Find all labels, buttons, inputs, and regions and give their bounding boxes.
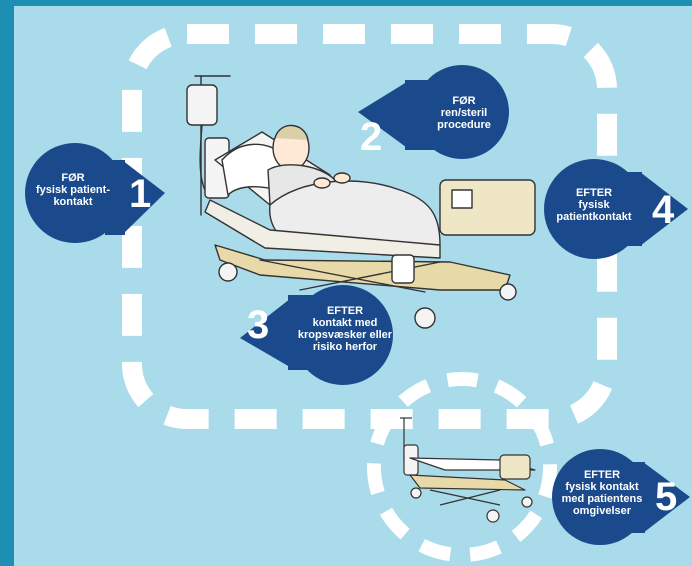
patient-zone-dashed-outline xyxy=(122,24,617,429)
moment-1-line-3: kontakt xyxy=(53,196,93,208)
moment-4-line-1: EFTER xyxy=(575,187,613,199)
top-accent-bar xyxy=(0,0,692,6)
empty-bed-illustration xyxy=(400,417,536,523)
moment-5-line-4: omgivelser xyxy=(572,505,632,517)
moment-1-badge xyxy=(25,143,165,243)
moment-2-label: FØR ren/steril procedure xyxy=(418,95,510,131)
moment-2-line-3: procedure xyxy=(437,119,491,131)
moment-1-line-1: FØR xyxy=(61,172,85,184)
moment-3-line-3: kropsvæsker eller xyxy=(297,329,393,341)
moment-1-line-2: fysisk patient- xyxy=(36,184,110,196)
moment-4-label: EFTER fysisk patientkontakt xyxy=(548,187,640,223)
moment-5-line-2: fysisk kontakt xyxy=(565,481,639,493)
moment-1-label: FØR fysisk patient- kontakt xyxy=(27,172,119,208)
left-accent-bar xyxy=(0,0,14,566)
moment-3-number: 3 xyxy=(247,303,270,347)
moment-2-number: 2 xyxy=(360,115,383,159)
moment-5-badge xyxy=(552,449,690,545)
moment-5-line-1: EFTER xyxy=(583,469,621,481)
moment-5-label: EFTER fysisk kontakt med patientens omgi… xyxy=(552,469,652,517)
moment-3-line-1: EFTER xyxy=(326,305,364,317)
moment-3-label: EFTER kontakt med kropsvæsker eller risi… xyxy=(290,305,400,353)
moment-4-line-3: patientkontakt xyxy=(556,211,632,223)
surroundings-zone-dashed-circle xyxy=(367,372,557,562)
moment-2-line-2: ren/steril xyxy=(440,107,488,119)
moment-4-number: 4 xyxy=(652,188,675,232)
moment-5-number: 5 xyxy=(655,475,678,519)
moment-4-line-2: fysisk xyxy=(578,199,610,211)
moment-2-line-1: FØR xyxy=(452,95,476,107)
hospital-bed-with-patient-illustration xyxy=(186,75,536,329)
moment-3-line-4: risiko herfor xyxy=(312,341,378,353)
moment-3-line-2: kontakt med xyxy=(312,317,378,329)
moment-3-badge xyxy=(240,285,393,385)
moment-4-badge xyxy=(544,159,688,259)
moment-1-number: 1 xyxy=(129,172,152,216)
moment-5-line-3: med patientens xyxy=(561,493,643,505)
moment-2-badge xyxy=(358,65,509,159)
